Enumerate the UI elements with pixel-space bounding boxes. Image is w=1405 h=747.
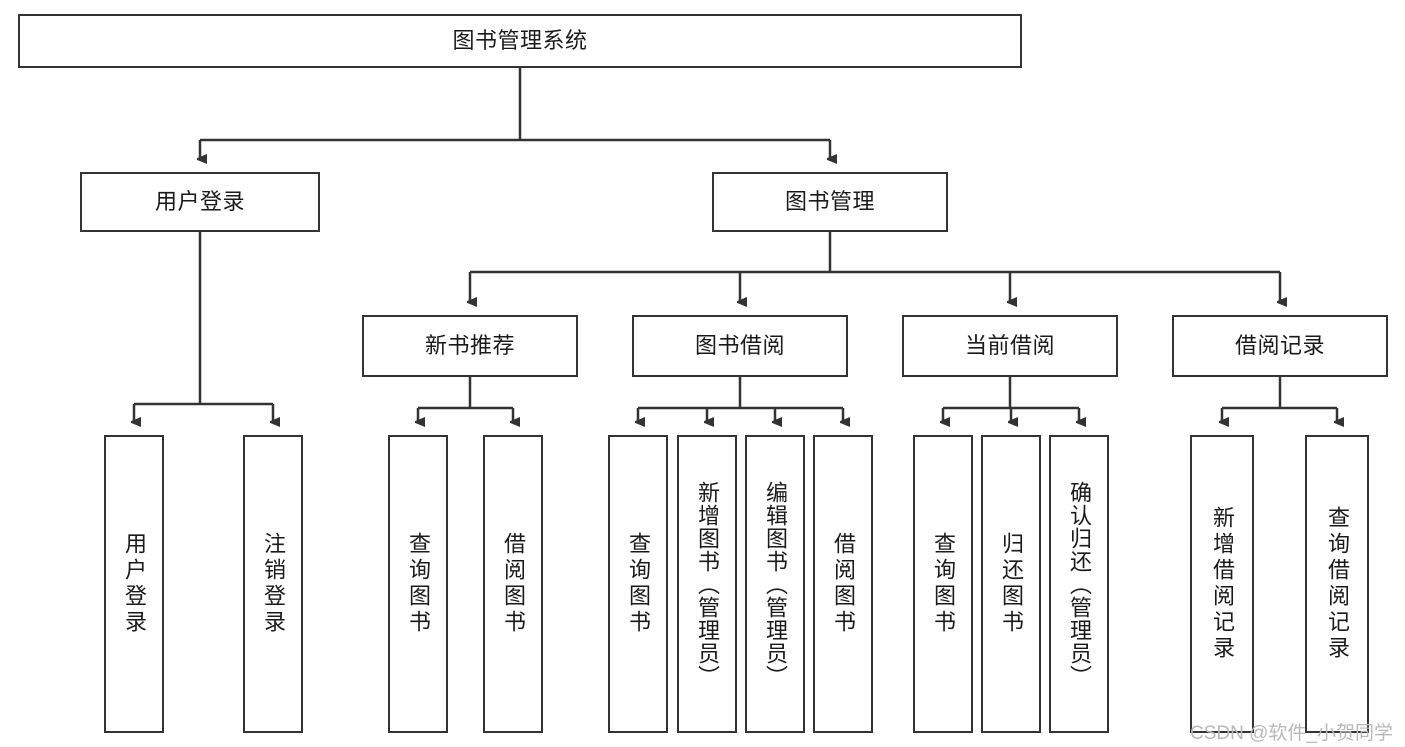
node-label: 新书推荐 — [424, 333, 515, 359]
node-new-book-rec[interactable]: 新书推荐 — [362, 315, 578, 377]
node-borrow-record[interactable]: 借阅记录 — [1172, 315, 1388, 377]
node-label: 用户登录 — [122, 532, 147, 636]
node-current-borrow[interactable]: 当前借阅 — [902, 315, 1118, 377]
node-label: 图书管理系统 — [452, 28, 588, 54]
node-leaf-confirm-return[interactable]: 确认归还（管理员） — [1049, 435, 1109, 733]
node-label: 注销登录 — [261, 532, 286, 636]
node-leaf-user-login[interactable]: 用户登录 — [104, 435, 164, 733]
node-root[interactable]: 图书管理系统 — [18, 14, 1022, 68]
node-label: 确认归还（管理员） — [1067, 480, 1092, 688]
node-label: 新增借阅记录 — [1210, 506, 1235, 662]
node-user-login[interactable]: 用户登录 — [80, 172, 320, 232]
node-label: 借阅图书 — [501, 532, 526, 636]
node-leaf-query-book-3[interactable]: 查询图书 — [913, 435, 973, 733]
node-label: 查询图书 — [626, 532, 651, 636]
node-leaf-add-book[interactable]: 新增图书（管理员） — [677, 435, 737, 733]
node-label: 借阅记录 — [1234, 333, 1325, 359]
node-label: 图书管理 — [784, 189, 875, 215]
node-book-manage[interactable]: 图书管理 — [712, 172, 948, 232]
node-leaf-edit-book[interactable]: 编辑图书（管理员） — [745, 435, 805, 733]
node-book-borrow[interactable]: 图书借阅 — [632, 315, 848, 377]
node-label: 编辑图书（管理员） — [763, 480, 788, 688]
node-leaf-add-record[interactable]: 新增借阅记录 — [1190, 435, 1254, 733]
node-label: 查询图书 — [931, 532, 956, 636]
node-leaf-logout[interactable]: 注销登录 — [243, 435, 303, 733]
node-leaf-query-book-1[interactable]: 查询图书 — [388, 435, 448, 733]
csdn-watermark: CSDN @软件_小贺同学 — [1190, 723, 1393, 744]
node-leaf-borrow-book-1[interactable]: 借阅图书 — [483, 435, 543, 733]
node-label: 查询借阅记录 — [1325, 506, 1350, 662]
node-label: 图书借阅 — [694, 333, 785, 359]
node-label: 归还图书 — [999, 532, 1024, 636]
node-label: 当前借阅 — [964, 333, 1055, 359]
node-leaf-query-record[interactable]: 查询借阅记录 — [1305, 435, 1369, 733]
node-label: 用户登录 — [154, 189, 245, 215]
node-leaf-query-book-2[interactable]: 查询图书 — [608, 435, 668, 733]
node-label: 新增图书（管理员） — [695, 480, 720, 688]
node-label: 借阅图书 — [831, 532, 856, 636]
node-leaf-borrow-book-2[interactable]: 借阅图书 — [813, 435, 873, 733]
node-leaf-return-book[interactable]: 归还图书 — [981, 435, 1041, 733]
node-label: 查询图书 — [406, 532, 431, 636]
